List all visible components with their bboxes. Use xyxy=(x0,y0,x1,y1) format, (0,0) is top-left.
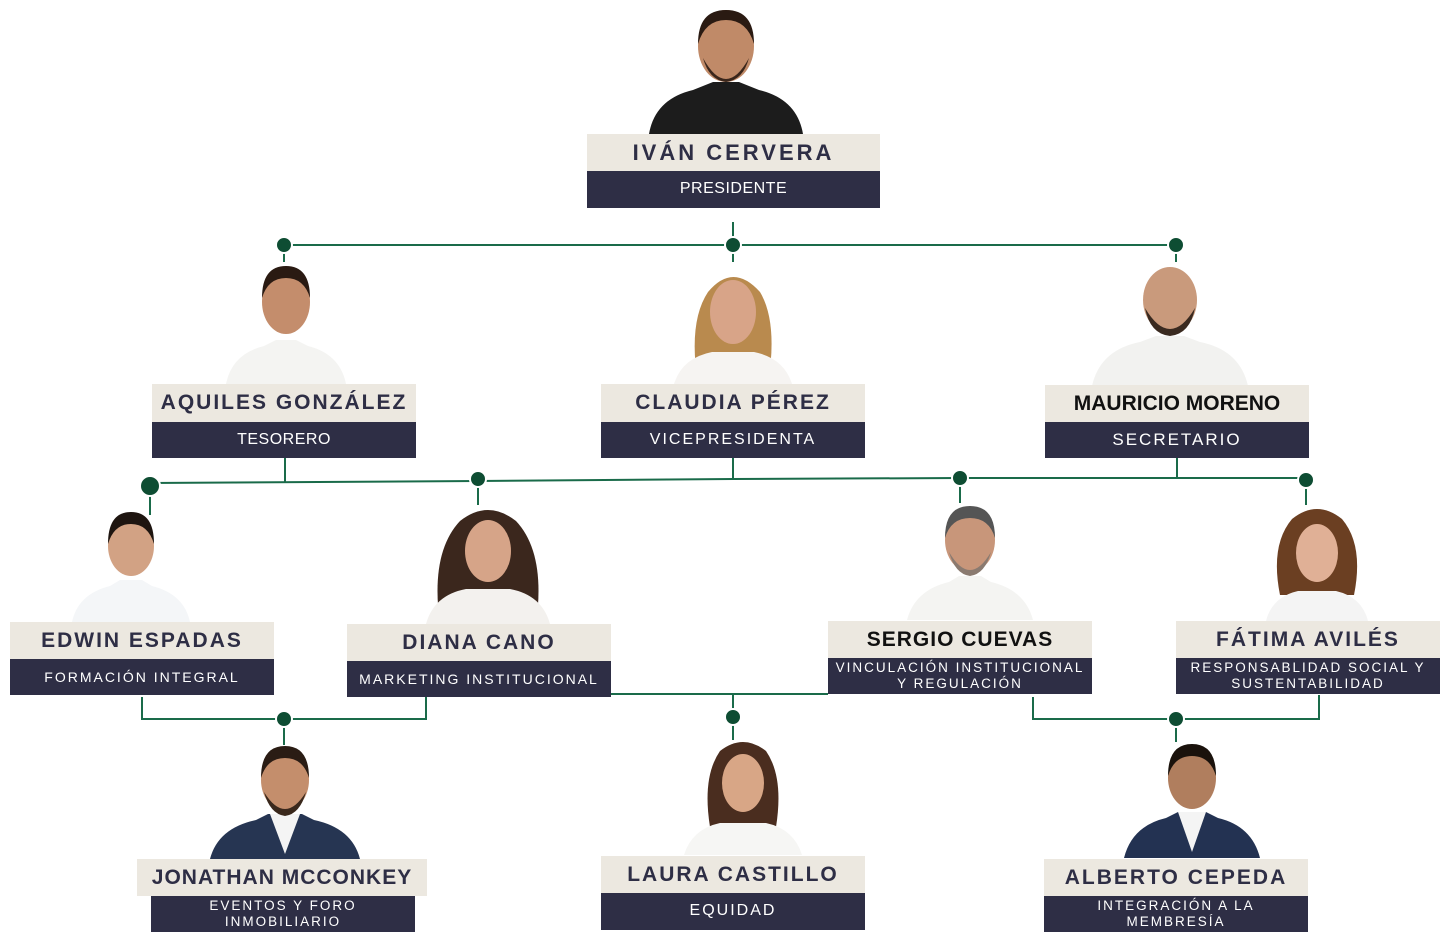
treasurer-card: AQUILES GONZÁLEZ TESORERO xyxy=(152,384,416,458)
jonathan-role: EVENTOS Y FORO INMOBILIARIO xyxy=(151,896,415,932)
connector-node xyxy=(724,236,742,254)
president-photo xyxy=(643,4,809,134)
alberto-role: INTEGRACIÓN A LA MEMBRESÍA xyxy=(1044,896,1308,932)
jonathan-photo xyxy=(208,744,362,859)
diana-card: DIANA CANO MARKETING INSTITUCIONAL xyxy=(347,624,611,697)
treasurer-name: AQUILES GONZÁLEZ xyxy=(152,384,416,422)
laura-photo xyxy=(680,737,806,855)
secretary-name: MAURICIO MORENO xyxy=(1045,385,1309,422)
sergio-role-line1: VINCULACIÓN INSTITUCIONAL xyxy=(835,660,1085,676)
fatima-role-line1: RESPONSABLIDAD SOCIAL Y xyxy=(1190,660,1426,676)
fatima-photo xyxy=(1262,505,1372,621)
connector-node xyxy=(1167,236,1185,254)
connector-node xyxy=(1297,471,1315,489)
vp-role: VICEPRESIDENTA xyxy=(601,422,865,458)
laura-name: LAURA CASTILLO xyxy=(601,856,865,893)
alberto-name: ALBERTO CEPEDA xyxy=(1044,859,1308,896)
president-card: IVÁN CERVERA PRESIDENTE xyxy=(587,134,880,208)
diana-name: DIANA CANO xyxy=(347,624,611,661)
treasurer-photo xyxy=(224,262,348,384)
connector-node xyxy=(139,475,161,497)
vp-name: CLAUDIA PÉREZ xyxy=(601,384,865,422)
jonathan-role-line2: INMOBILIARIO xyxy=(224,914,342,929)
secretary-photo xyxy=(1090,262,1250,386)
fatima-card: FÁTIMA AVILÉS RESPONSABLIDAD SOCIAL Y SU… xyxy=(1176,621,1440,694)
connector-node xyxy=(275,710,293,728)
jonathan-name: JONATHAN MCCONKEY xyxy=(137,859,427,896)
alberto-role-line2: MEMBRESÍA xyxy=(1126,914,1226,929)
connector-node xyxy=(1167,710,1185,728)
connector-node xyxy=(951,469,969,487)
jonathan-card: JONATHAN MCCONKEY EVENTOS Y FORO INMOBIL… xyxy=(137,859,427,932)
secretary-role: SECRETARIO xyxy=(1045,422,1309,458)
secretary-card: MAURICIO MORENO SECRETARIO xyxy=(1045,385,1309,458)
vp-card: CLAUDIA PÉREZ VICEPRESIDENTA xyxy=(601,384,865,458)
sergio-photo xyxy=(905,502,1035,620)
president-name: IVÁN CERVERA xyxy=(587,134,880,171)
diana-photo xyxy=(420,503,556,624)
alberto-photo xyxy=(1122,740,1262,858)
connector-node xyxy=(275,236,293,254)
connector-node xyxy=(724,708,742,726)
fatima-role-line2: SUSTENTABILIDAD xyxy=(1231,676,1385,691)
vp-photo xyxy=(668,262,798,384)
laura-role: EQUIDAD xyxy=(601,893,865,930)
diana-role: MARKETING INSTITUCIONAL xyxy=(347,661,611,697)
alberto-card: ALBERTO CEPEDA INTEGRACIÓN A LA MEMBRESÍ… xyxy=(1044,859,1308,932)
edwin-name: EDWIN ESPADAS xyxy=(10,622,274,659)
sergio-role: VINCULACIÓN INSTITUCIONAL Y REGULACIÓN xyxy=(828,658,1092,694)
connector-node xyxy=(469,470,487,488)
edwin-photo xyxy=(70,510,192,622)
sergio-card: SERGIO CUEVAS VINCULACIÓN INSTITUCIONAL … xyxy=(828,621,1092,694)
edwin-role: FORMACIÓN INTEGRAL xyxy=(10,659,274,695)
edwin-card: EDWIN ESPADAS FORMACIÓN INTEGRAL xyxy=(10,622,274,695)
alberto-role-line1: INTEGRACIÓN A LA xyxy=(1097,898,1255,914)
fatima-name: FÁTIMA AVILÉS xyxy=(1176,621,1440,658)
sergio-role-line2: Y REGULACIÓN xyxy=(897,676,1023,691)
president-role: PRESIDENTE xyxy=(587,171,880,208)
sergio-name: SERGIO CUEVAS xyxy=(828,621,1092,658)
jonathan-role-line1: EVENTOS Y FORO xyxy=(209,898,357,914)
fatima-role: RESPONSABLIDAD SOCIAL Y SUSTENTABILIDAD xyxy=(1176,658,1440,694)
treasurer-role: TESORERO xyxy=(152,422,416,458)
laura-card: LAURA CASTILLO EQUIDAD xyxy=(601,856,865,930)
